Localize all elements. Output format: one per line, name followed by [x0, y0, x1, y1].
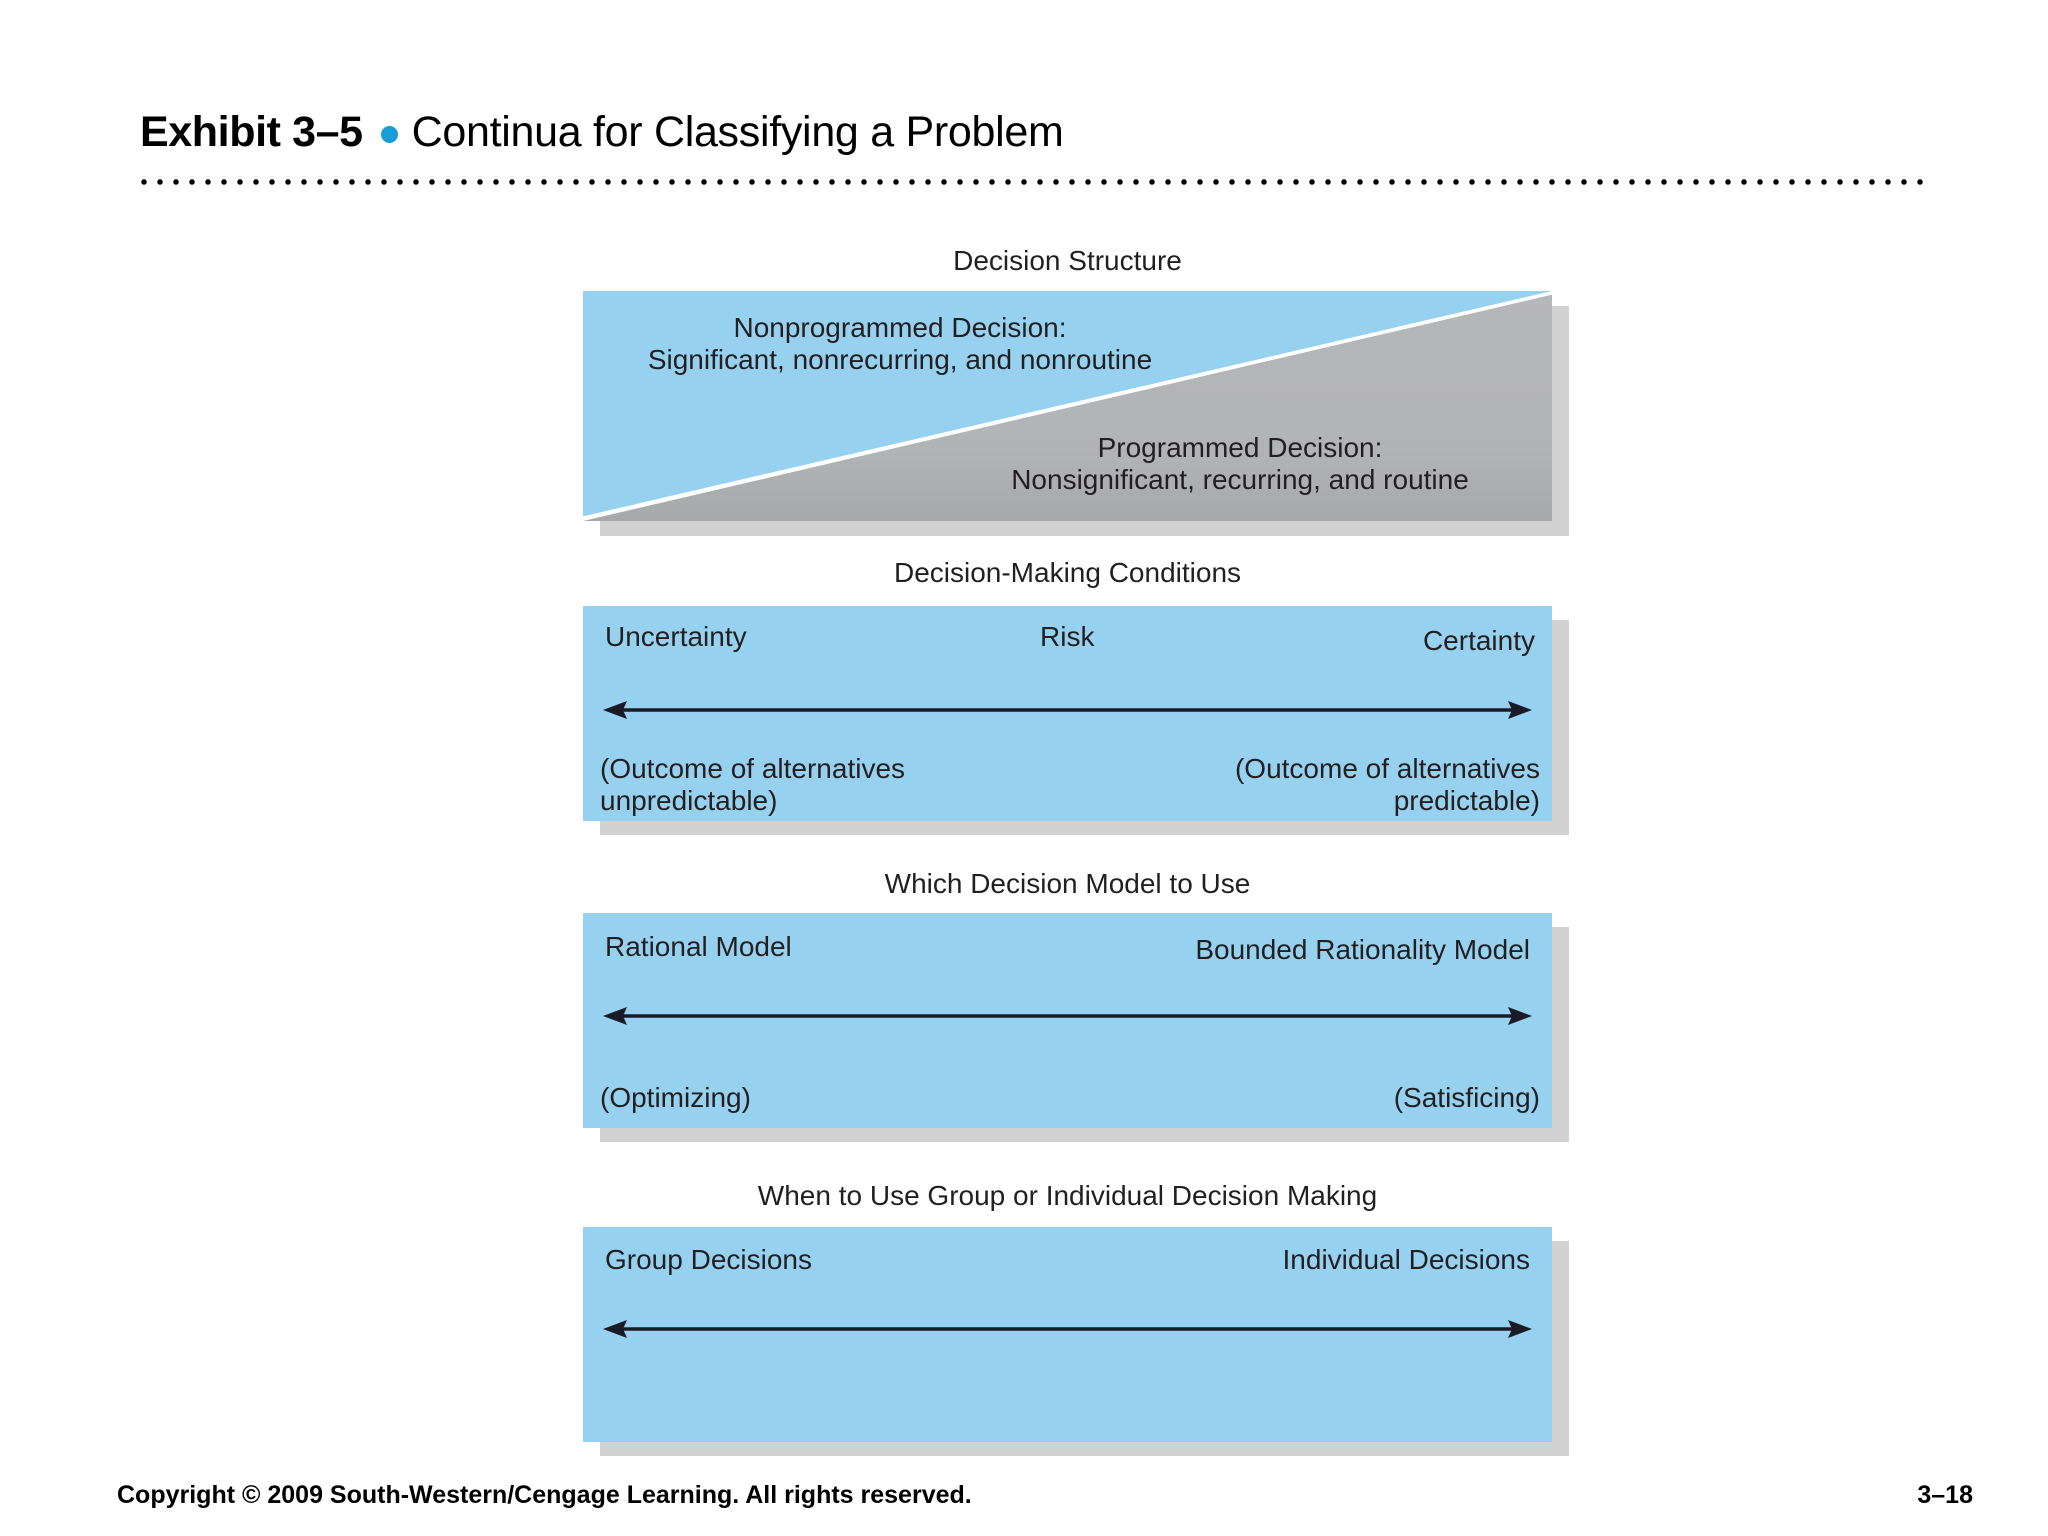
predictable-outcome-label: (Outcome of alternatives predictable)	[1080, 753, 1540, 818]
section-caption-group-or-individual: When to Use Group or Individual Decision…	[757, 1180, 1378, 1211]
page-title: Exhibit 3–5 Continua for Classifying a P…	[140, 108, 1064, 157]
unpredictable-line-1: (Outcome of alternatives	[600, 753, 906, 784]
title-dotted-divider	[136, 178, 1932, 186]
decision-structure-panel	[583, 291, 1552, 521]
group-or-individual-panel	[583, 1227, 1552, 1442]
predictable-line-2: predictable)	[1393, 785, 1540, 817]
programmed-line-1: Programmed Decision:	[1097, 432, 1383, 463]
decision-making-conditions-panel	[583, 606, 1552, 821]
exhibit-label: Exhibit 3–5	[140, 108, 363, 156]
nonprogrammed-decision-label: Nonprogrammed Decision: Significant, non…	[600, 312, 1200, 377]
conditions-continuum-arrow	[603, 697, 1532, 723]
nonprogrammed-line-2: Significant, nonrecurring, and nonroutin…	[647, 344, 1153, 376]
rational-model-label: Rational Model	[605, 931, 792, 962]
section-caption-which-decision-model: Which Decision Model to Use	[884, 868, 1251, 899]
group-continuum-arrow	[603, 1316, 1532, 1342]
programmed-line-2: Nonsignificant, recurring, and routine	[1011, 464, 1469, 496]
nonprogrammed-line-1: Nonprogrammed Decision:	[733, 312, 1067, 343]
uncertainty-label: Uncertainty	[605, 621, 747, 652]
section-caption-decision-making-conditions: Decision-Making Conditions	[893, 557, 1242, 588]
individual-decisions-label: Individual Decisions	[1282, 1244, 1530, 1275]
optimizing-label: (Optimizing)	[600, 1082, 751, 1113]
bullet-dot-icon	[380, 126, 398, 143]
model-continuum-arrow	[603, 1003, 1532, 1029]
which-decision-model-panel	[583, 913, 1552, 1128]
risk-label: Risk	[1040, 621, 1095, 652]
title-text: Continua for Classifying a Problem	[411, 108, 1064, 156]
page-number: 3–18	[1917, 1481, 1973, 1509]
bounded-rationality-model-label: Bounded Rationality Model	[1195, 934, 1530, 965]
unpredictable-line-2: unpredictable)	[600, 785, 778, 817]
predictable-line-1: (Outcome of alternatives	[1234, 753, 1540, 784]
satisficing-label: (Satisficing)	[1393, 1082, 1540, 1113]
unpredictable-outcome-label: (Outcome of alternatives unpredictable)	[600, 753, 905, 818]
certainty-label: Certainty	[1422, 625, 1535, 656]
group-decisions-label: Group Decisions	[605, 1244, 812, 1275]
programmed-decision-label: Programmed Decision: Nonsignificant, rec…	[940, 432, 1540, 497]
copyright-notice: Copyright © 2009 South-Western/Cengage L…	[117, 1481, 972, 1509]
section-caption-decision-structure: Decision Structure	[953, 245, 1182, 276]
